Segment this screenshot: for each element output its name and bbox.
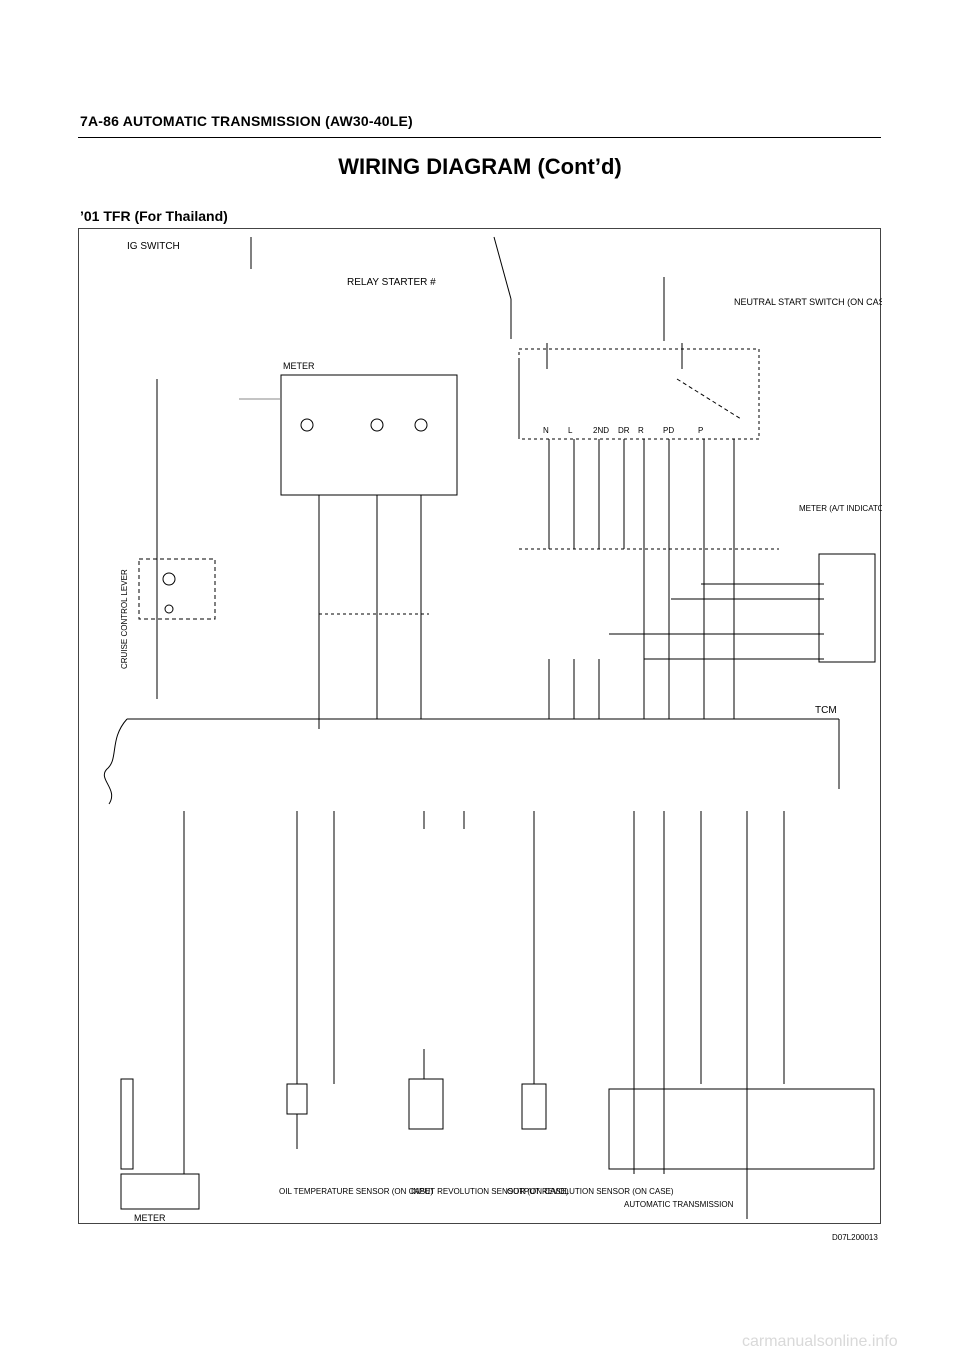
neutral-pin-label: N	[543, 426, 549, 435]
neutral-pin-label: R	[638, 426, 644, 435]
automatic-transmission-label: AUTOMATIC TRANSMISSION	[624, 1200, 734, 1209]
figure-code: D07L200013	[832, 1233, 878, 1242]
neutral-switch-label: NEUTRAL START SWITCH (ON CASE)	[734, 297, 882, 307]
meter-indicator-label: METER (A/T INDICATOR)	[799, 504, 882, 513]
output-rev-sensor-label: OUTPUT REVOLUTION SENSOR (ON CASE)	[507, 1187, 674, 1196]
header-divider	[78, 137, 881, 138]
diagram-subtitle: ’01 TFR (For Thailand)	[80, 208, 228, 224]
bottom-meter-label: METER	[134, 1213, 166, 1223]
input-rev-sensor-label: INPUT REVOLUTION SENSOR (ON CASE)	[411, 1187, 569, 1196]
page-title: WIRING DIAGRAM (Cont’d)	[338, 154, 622, 179]
meter-box-label: METER	[283, 361, 315, 371]
neutral-pin-label: PD	[663, 426, 674, 435]
oil-temp-sensor-label: OIL TEMPERATURE SENSOR (ON CASE)	[279, 1187, 433, 1196]
tcm-label: TCM	[815, 705, 837, 716]
neutral-pin-label: DR	[618, 426, 630, 435]
wiring-diagram: IG SWITCH RELAY STARTER # NEUTRAL START …	[104, 236, 882, 1223]
neutral-pin-label: P	[698, 426, 703, 435]
footer-watermark-url: carmanualsonline.info	[742, 1333, 898, 1350]
wiring-diagram-frame: IG SWITCH RELAY STARTER # NEUTRAL START …	[78, 228, 882, 1224]
cruise-lever-label: CRUISE CONTROL LEVER	[120, 569, 129, 669]
ig-switch-label: IG SWITCH	[127, 241, 180, 252]
page-header: 7A-86 AUTOMATIC TRANSMISSION (AW30-40LE)	[80, 113, 413, 129]
relay-starter-label: RELAY STARTER #	[347, 277, 436, 288]
neutral-pin-label: L	[568, 426, 573, 435]
neutral-pin-label: 2ND	[593, 426, 609, 435]
neutral-switch-pins: N L 2ND DR R PD P	[543, 426, 703, 435]
